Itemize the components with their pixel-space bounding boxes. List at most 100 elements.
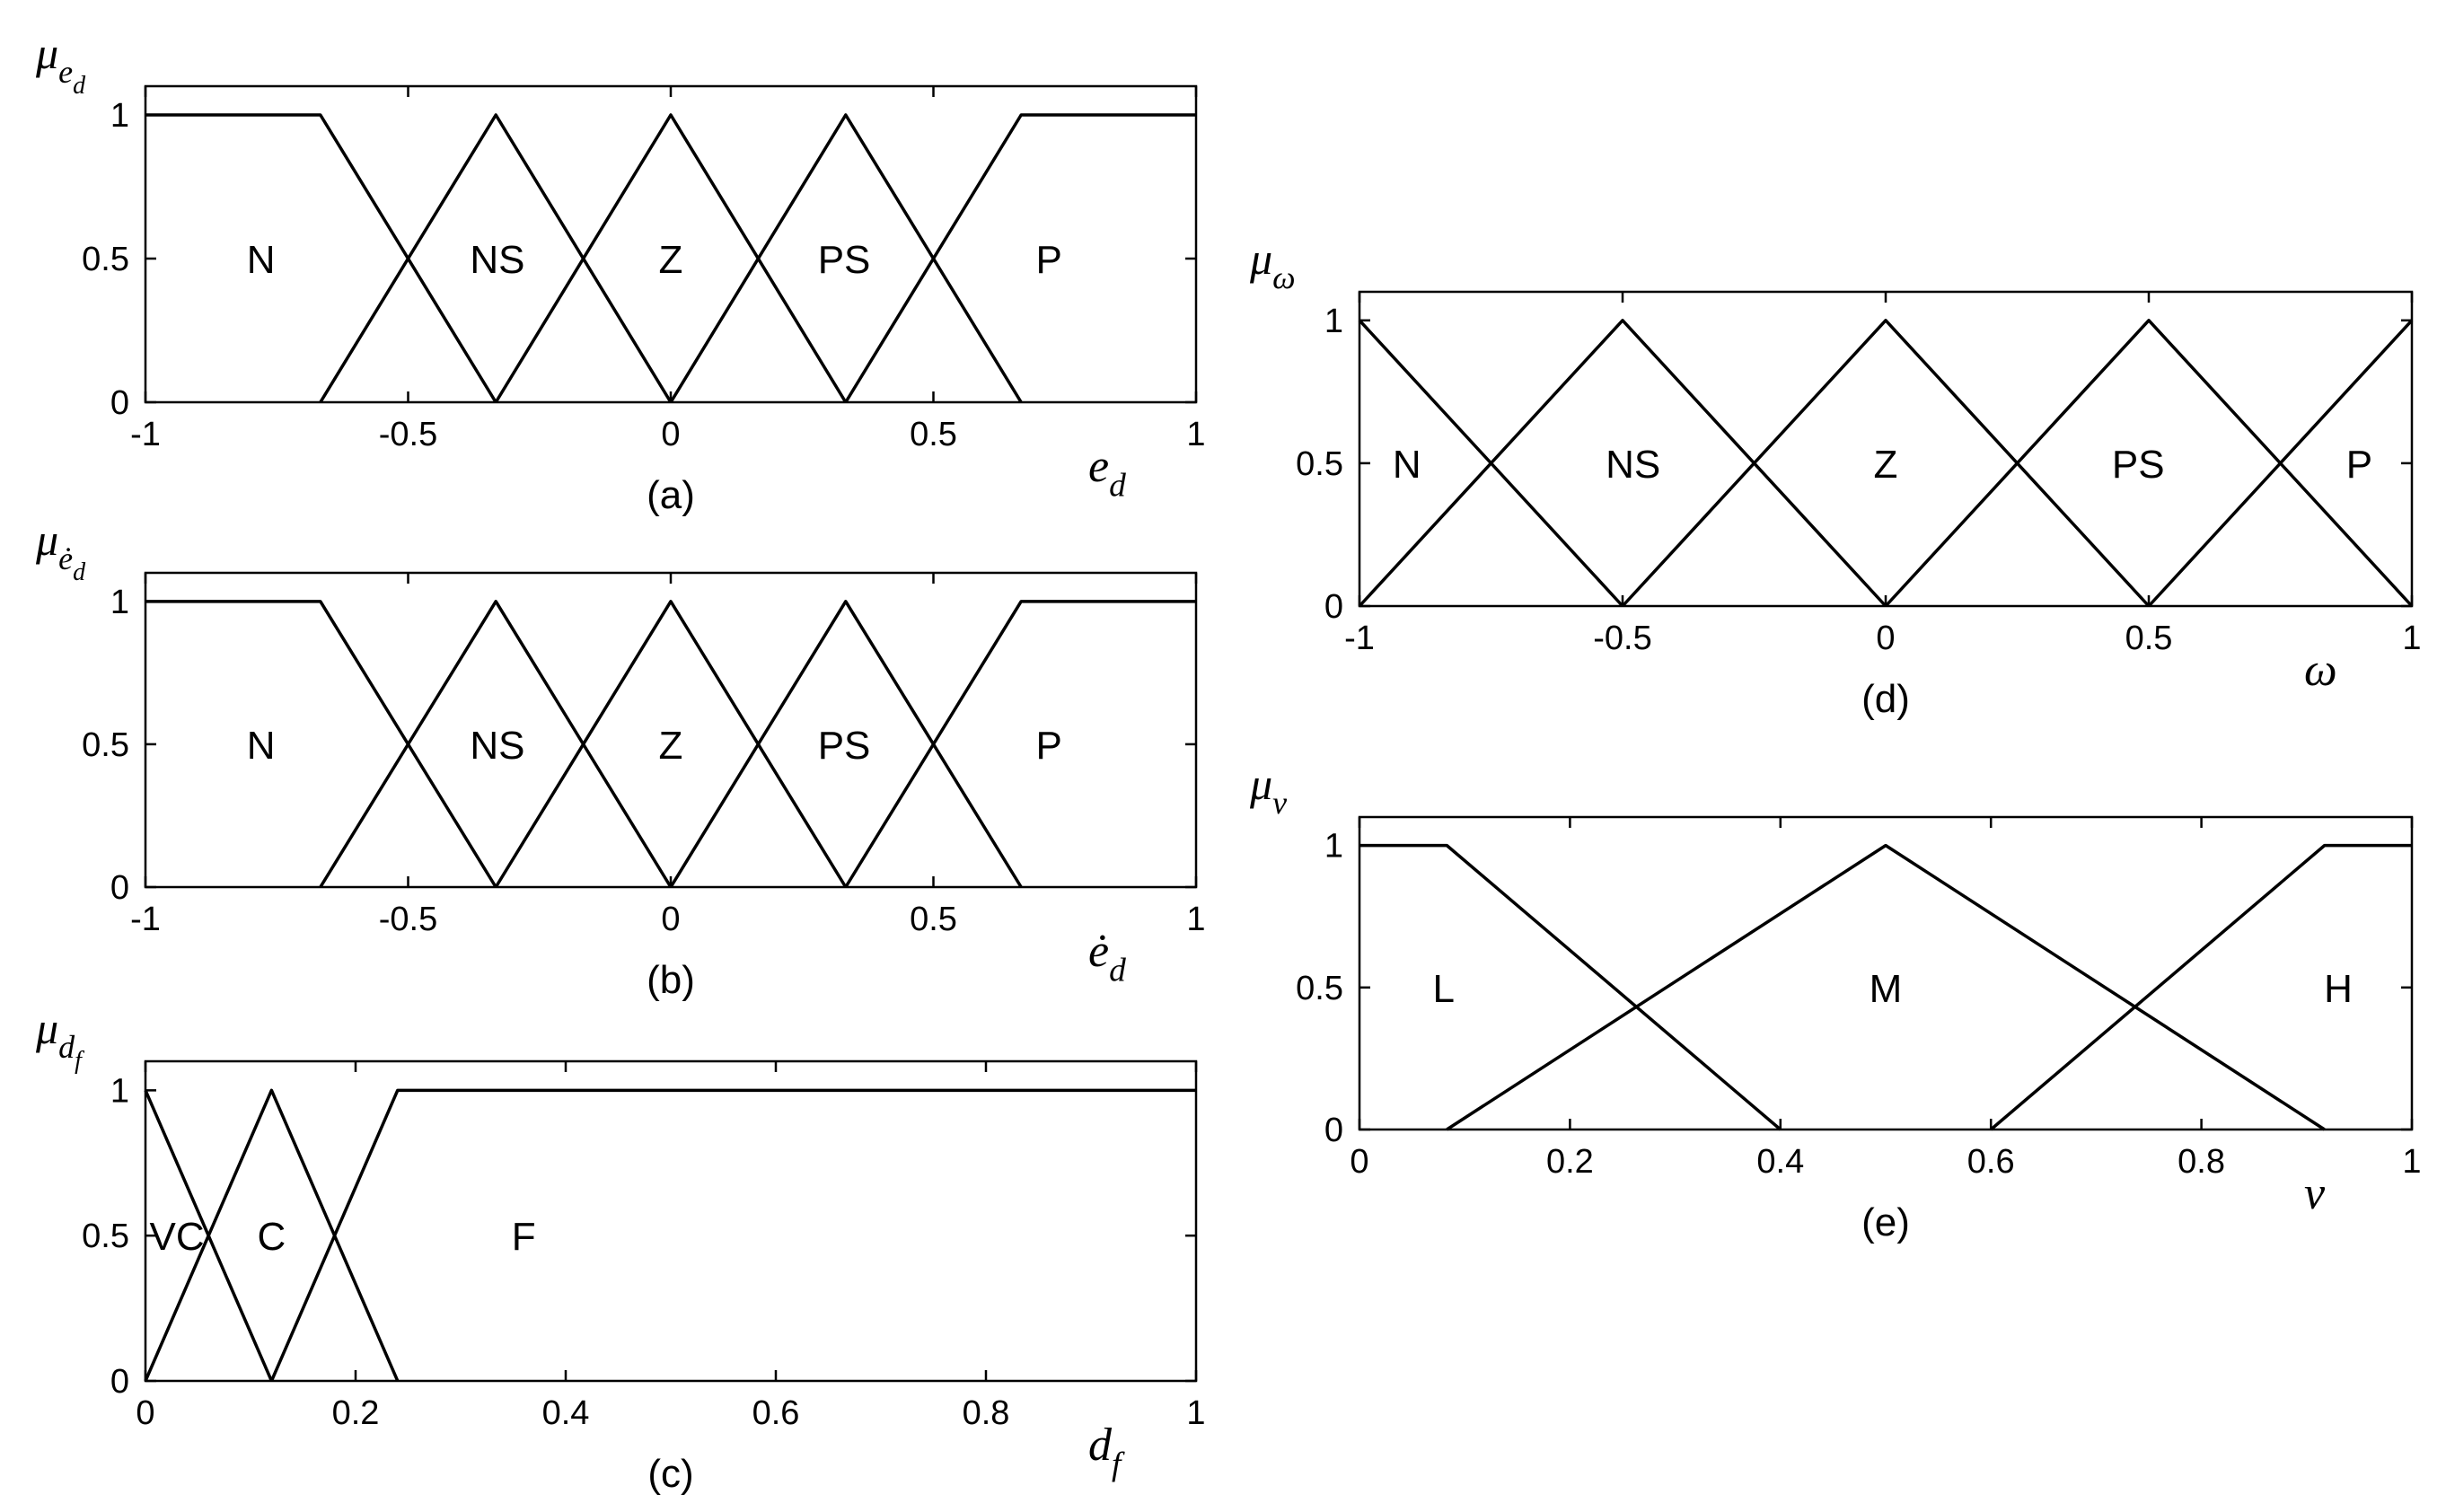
panel-caption: (e) [1861,1200,1910,1244]
x-tick-label: -0.5 [379,901,437,938]
mf-line-ps [669,600,1023,888]
x-axis-label: ω [2304,645,2337,696]
y-axis-label-base: μ [1249,233,1272,284]
set-label-ns: NS [1606,443,1660,487]
plot-frame [144,1059,1198,1383]
y-axis-label: μdf [35,1003,84,1075]
y-axis-label-subsub: d [73,558,86,586]
y-axis-label: μed [35,28,86,100]
mf-line-n [145,600,497,888]
y-tick-label: 1 [1324,828,1343,866]
x-axis-label-base: e [1088,441,1109,492]
x-tick-label: 0.5 [2125,620,2173,657]
x-tick-label: 0 [661,901,680,938]
mf-line-ps [1884,319,2414,608]
set-label-z: Z [659,724,683,768]
x-tick-label: 0.5 [910,416,957,453]
x-tick-label: -1 [1344,620,1375,657]
y-tick-label: 0 [1324,1112,1343,1149]
x-tick-label: -0.5 [1593,620,1651,657]
y-tick-label: 0 [110,384,129,422]
y-tick-label: 1 [110,97,129,135]
y-axis-label: μėd [35,514,86,586]
set-label-ns: NS [470,724,524,768]
set-label-ps: PS [818,724,871,768]
x-axis-label-sub: d [1109,953,1126,989]
x-tick-label: 0 [1876,620,1895,657]
x-tick-label: 0 [661,416,680,453]
set-label-z: Z [659,238,683,282]
x-tick-label: -1 [130,416,161,453]
x-tick-label: 0.6 [1967,1143,2015,1181]
y-axis-label-subsub: d [73,72,86,100]
x-axis-label-base: ė [1088,926,1109,977]
mf-line-ns [1358,319,1887,608]
x-tick-label: 0.4 [542,1394,590,1432]
x-tick-label: 0.2 [1546,1143,1594,1181]
panel-caption: (b) [647,958,695,1002]
x-axis-label: ėd [1088,926,1126,989]
x-axis-label-base: v [2304,1168,2326,1219]
mf-line-p [2147,319,2414,608]
y-tick-label: 0 [1324,588,1343,626]
panel-caption: (d) [1861,677,1910,721]
set-label-p: P [1036,724,1062,768]
y-axis-label-sub: ė [58,541,73,576]
set-label-z: Z [1874,443,1898,487]
y-tick-label: 1 [1324,303,1343,340]
mf-line-l [1359,843,1782,1131]
set-label-n: N [247,238,276,282]
x-axis-label: v [2304,1168,2326,1219]
x-tick-label: 0.2 [332,1394,380,1432]
mf-line-m [1446,843,2326,1131]
mf-line-z [494,600,848,888]
set-label-c: C [258,1215,286,1259]
x-tick-label: 0 [136,1394,154,1432]
y-axis-label-base: μ [35,1003,58,1053]
mf-line-z [1621,319,2151,608]
mf-line-ns [319,600,673,888]
y-axis-label-base: μ [35,28,58,78]
set-label-h: H [2324,967,2353,1011]
x-tick-label: 0.6 [752,1394,800,1432]
x-axis-label: ed [1088,441,1126,505]
x-tick-label: 1 [1186,416,1205,453]
x-axis-label-sub: f [1112,1446,1125,1483]
x-tick-label: 1 [2402,1143,2421,1181]
y-tick-label: 1 [110,1072,129,1110]
y-axis-label-sub: d [58,1029,75,1065]
x-axis-label-sub: d [1109,468,1126,505]
panel-caption: (c) [647,1452,693,1496]
y-axis-label: μv [1249,759,1287,821]
set-label-f: F [512,1215,536,1259]
set-label-n: N [247,724,276,768]
mf-line-n [145,113,497,403]
y-axis-label: μω [1249,233,1296,295]
y-axis-label-base: μ [1249,759,1272,809]
x-tick-label: -1 [130,901,161,938]
y-axis-label-sub: e [58,54,73,90]
y-tick-label: 0.5 [1296,970,1343,1007]
x-tick-label: 1 [2402,620,2421,657]
mf-line-f [269,1088,1196,1382]
set-label-vc: VC [150,1215,205,1259]
x-tick-label: 0.8 [963,1394,1010,1432]
set-label-p: P [2346,443,2372,487]
mf-line-p [844,113,1196,403]
x-tick-label: 1 [1186,901,1205,938]
mf-line-p [844,600,1196,888]
x-tick-label: 0.4 [1756,1143,1804,1181]
set-label-ps: PS [2112,443,2165,487]
y-tick-label: 1 [110,584,129,621]
y-axis-label-base: μ [35,514,58,565]
x-tick-label: 0.5 [910,901,957,938]
y-tick-label: 0.5 [82,1218,129,1255]
mf-line-ps [669,113,1023,403]
set-label-ns: NS [470,238,524,282]
mf-line-z [494,113,848,403]
